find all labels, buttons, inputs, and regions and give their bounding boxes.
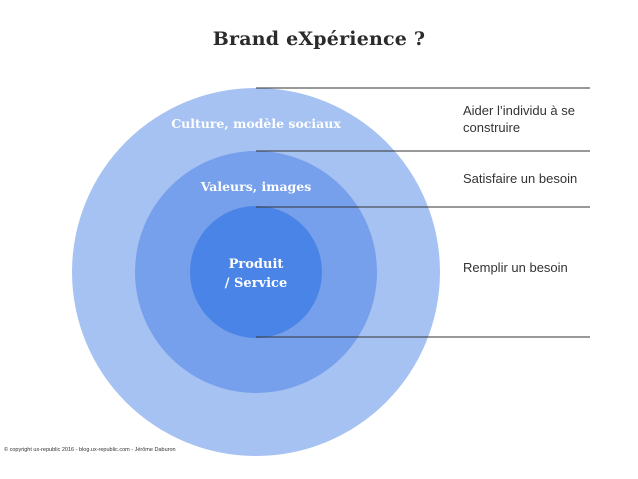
side-label-construire-line1: Aider l’individu à se (463, 103, 576, 118)
inner-ring-label-line1: Produit (229, 257, 284, 272)
side-label-construire: Aider l’individu à se construire (463, 102, 613, 136)
copyright-footer: © copyright ux-republic 2016 - blog.ux-r… (4, 447, 176, 453)
slide-title: Brand eXpérience ? (212, 28, 426, 50)
middle-ring-label: Valeurs, images (200, 179, 312, 194)
side-label-remplir: Remplir un besoin (463, 260, 568, 275)
inner-ring-label-line2: / Service (225, 276, 287, 291)
outer-ring-label: Culture, modèle sociaux (171, 116, 341, 131)
side-label-construire-line2: construire (463, 120, 521, 135)
inner-circle (190, 206, 322, 338)
side-label-satisfaire: Satisfaire un besoin (463, 171, 578, 186)
